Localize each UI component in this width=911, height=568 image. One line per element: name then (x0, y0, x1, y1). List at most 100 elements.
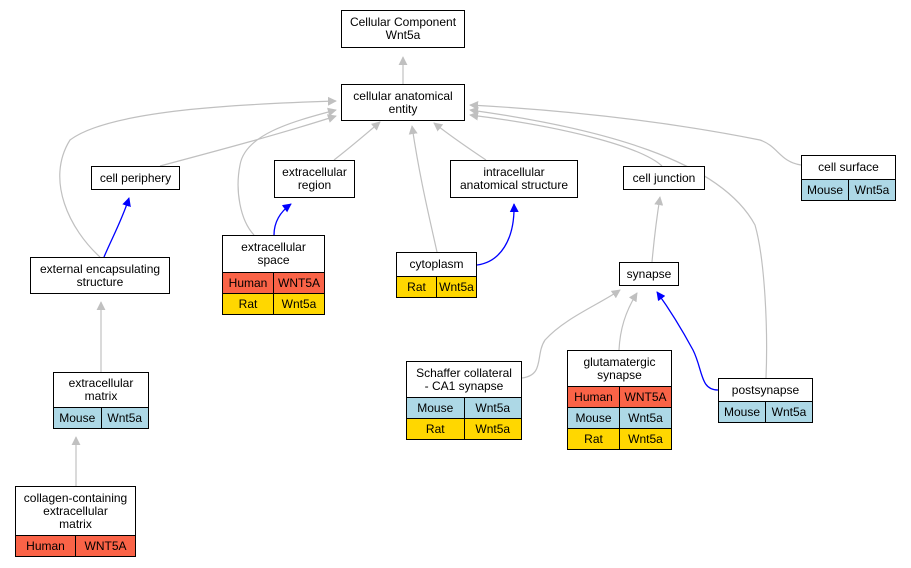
gene-cell: WNT5A (75, 536, 135, 556)
node-title-line: postsynapse (731, 382, 800, 397)
node-title-line: Schaffer collateral (416, 365, 512, 380)
node-title: cell junction (624, 167, 704, 189)
node-title-line: region (297, 178, 332, 192)
gene-cell: Wnt5a (100, 408, 149, 428)
species-row-mouse: Mouse Wnt5a (54, 407, 148, 428)
species-row-human: Human WNT5A (223, 272, 324, 293)
gene-cell: Wnt5a (436, 277, 476, 297)
node-title-line: extracellular (241, 240, 306, 254)
node-title: cell periphery (92, 167, 179, 189)
node-title-line: Cellular Component (349, 15, 457, 29)
gene-cell: Wnt5a (848, 180, 895, 200)
node-title-line: cytoplasm (409, 257, 464, 271)
edge-cytoplasm-to-intracellular (476, 203, 519, 266)
node-cell-periphery[interactable]: cell periphery (91, 166, 180, 190)
edge-intracellular-to-cae (433, 122, 487, 161)
node-title-line: cellular anatomical (353, 88, 453, 103)
gene-cell: WNT5A (619, 387, 671, 407)
edge-glutamatergic-to-synapse (618, 292, 638, 351)
node-title-line: matrix (84, 389, 118, 403)
species-row-mouse: Mouse Wnt5a (802, 179, 895, 200)
node-title-line: intracellular (483, 165, 545, 179)
species-cell: Rat (238, 297, 258, 311)
node-cell-junction[interactable]: cell junction (623, 166, 705, 190)
species-cell: Rat (425, 422, 445, 436)
species-row-human: Human WNT5A (16, 535, 135, 556)
edge-cytoplasm-to-cae (408, 125, 438, 253)
edge-extracellularregion-to-cae (333, 121, 381, 161)
node-title-line: cell periphery (99, 170, 172, 185)
node-title-line: synapse (626, 266, 672, 281)
node-title-line: matrix (59, 516, 92, 531)
species-cell: Human (26, 539, 65, 553)
species-cell: Human (228, 276, 268, 290)
node-title-line: space (257, 253, 290, 267)
gene-cell: Wnt5a (463, 419, 522, 439)
edge-cellperiphery-to-cae (159, 114, 337, 167)
node-title-line: anatomical structure (459, 178, 569, 192)
edge-extracellularspace-to-cae (237, 107, 337, 236)
node-title-line: extracellular (43, 503, 108, 518)
node-synapse[interactable]: synapse (619, 262, 679, 286)
node-title-line: external encapsulating (39, 261, 161, 276)
node-title-line: cell junction (632, 170, 696, 185)
species-cell: Mouse (575, 411, 612, 425)
edge-synapse-to-celljunction (651, 196, 664, 263)
gene-cell: Wnt5a (765, 402, 812, 422)
node-title-line: structure (76, 274, 124, 289)
node-title: synapse (620, 263, 678, 285)
edge-schaffer-to-synapse (521, 289, 621, 379)
edge-cellsurface-to-cae (469, 100, 802, 166)
node-title-line: entity (388, 101, 418, 116)
node-title: cell surface (802, 156, 895, 179)
node-title-line: glutamatergic (583, 354, 656, 369)
species-cell: Mouse (59, 411, 96, 425)
species-cell: Mouse (806, 183, 844, 197)
gene-cell: Wnt5a (619, 429, 671, 449)
node-title: cytoplasm (397, 253, 476, 276)
species-row-rat: Rat Wnt5a (407, 418, 521, 439)
node-title-line: Wnt5a (385, 28, 421, 42)
species-row-rat: Rat Wnt5a (397, 276, 476, 297)
species-cell: Rat (407, 280, 426, 294)
species-cell: Mouse (723, 405, 761, 419)
node-title-line: synapse (597, 367, 642, 382)
edge-celljunction-to-cae (469, 111, 663, 167)
species-cell: Mouse (417, 401, 454, 415)
node-title-line: collagen-containing (23, 490, 128, 505)
gene-cell: WNT5A (273, 273, 324, 293)
edge-externalenc-to-cae (59, 96, 337, 258)
species-row-mouse: Mouse Wnt5a (719, 401, 812, 422)
species-row-human: Human WNT5A (568, 386, 671, 407)
gene-cell: Wnt5a (619, 408, 671, 428)
edge-postsynapse-to-synapse (656, 291, 719, 391)
node-title-line: extracellular (282, 165, 347, 179)
species-cell: Human (574, 390, 613, 404)
